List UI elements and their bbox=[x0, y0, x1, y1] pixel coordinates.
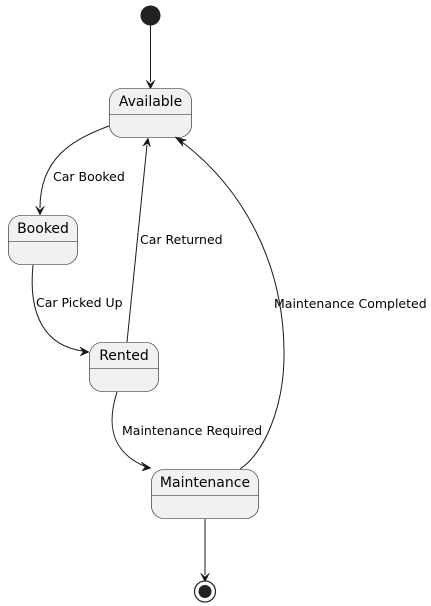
state-available[interactable]: Available bbox=[109, 88, 192, 138]
state-booked-label: Booked bbox=[17, 221, 69, 237]
transition-maintenance-required: Maintenance Required bbox=[111, 391, 262, 472]
state-rented-label: Rented bbox=[99, 348, 149, 364]
initial-state bbox=[140, 5, 161, 26]
state-maintenance[interactable]: Maintenance bbox=[151, 469, 259, 519]
transition-car-returned: Car Returned bbox=[126, 137, 223, 343]
state-rented[interactable]: Rented bbox=[89, 342, 159, 392]
transition-car-booked: Car Booked bbox=[35, 125, 125, 216]
transition-car-picked-up-label: Car Picked Up bbox=[36, 295, 123, 310]
state-available-label: Available bbox=[119, 94, 182, 110]
transition-maintenance-required-label: Maintenance Required bbox=[122, 423, 262, 438]
state-maintenance-label: Maintenance bbox=[160, 475, 250, 491]
transition-car-booked-label: Car Booked bbox=[53, 169, 125, 184]
transition-maintenance-to-final bbox=[200, 519, 210, 583]
state-booked[interactable]: Booked bbox=[8, 215, 78, 265]
transition-car-picked-up: Car Picked Up bbox=[31, 264, 123, 357]
transition-maintenance-completed: Maintenance Completed bbox=[174, 136, 427, 470]
transition-car-returned-label: Car Returned bbox=[140, 232, 223, 247]
final-state bbox=[193, 580, 217, 603]
transition-initial-to-available bbox=[145, 25, 156, 90]
transition-maintenance-completed-label: Maintenance Completed bbox=[274, 296, 427, 311]
